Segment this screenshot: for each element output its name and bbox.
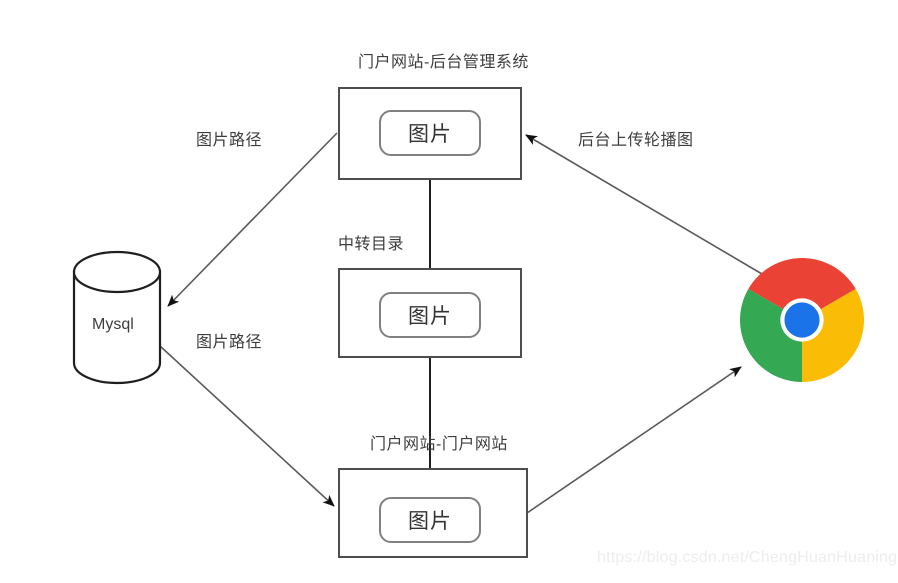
chrome-logo-icon[interactable] [740,257,865,382]
edge-portal-to-browser [526,366,742,514]
edge-label-upload-carousel: 后台上传轮播图 [578,132,694,149]
edge-label-image-path-bottom: 图片路径 [196,334,263,351]
watermark-text: https://blog.csdn.net/ChengHuanHuaning [597,549,898,566]
admin-group-title: 门户网站-后台管理系统 [358,54,529,71]
edge-browser-to-admin [525,134,763,275]
transit-image-chip[interactable]: 图片 [379,292,481,338]
mysql-label: Mysql [92,316,134,333]
portal-group-title: 门户网站-门户网站 [370,436,508,453]
admin-image-chip[interactable]: 图片 [379,110,481,156]
mysql-database-icon [72,250,162,385]
edge-admin-to-mysql [167,132,338,307]
edge-mysql-to-portal [159,345,335,507]
portal-image-chip[interactable]: 图片 [379,497,481,543]
edge-label-image-path-top: 图片路径 [196,132,263,149]
transit-group-title: 中转目录 [338,236,405,253]
